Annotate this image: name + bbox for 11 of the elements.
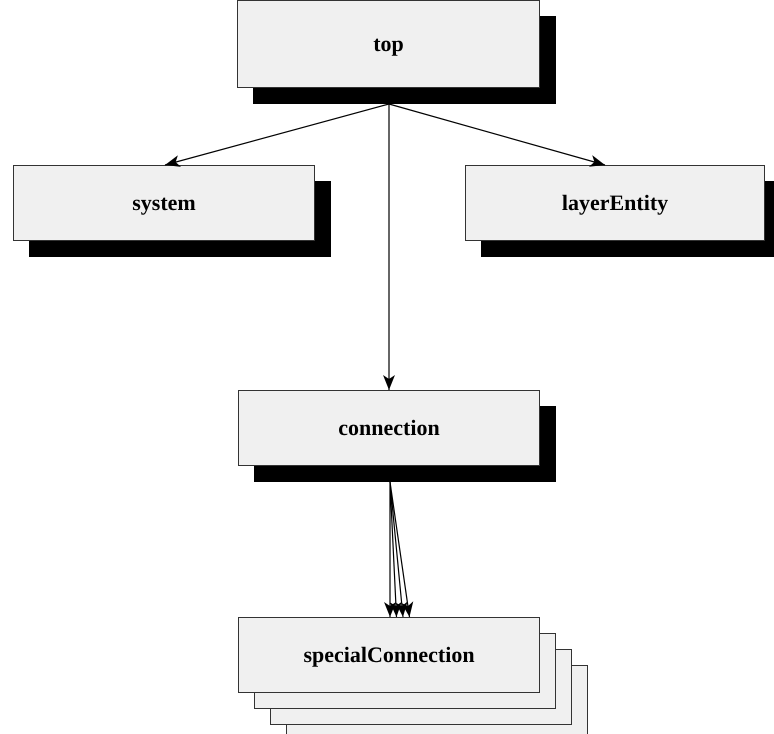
arrow: [388, 103, 606, 167]
class-name: top: [373, 31, 404, 57]
arrow: [389, 482, 408, 618]
arrow: [383, 104, 395, 390]
stacked-class-box: [238, 617, 590, 734]
arrow: [389, 482, 414, 618]
arrow: [164, 103, 390, 167]
class-name: connection: [338, 415, 440, 441]
class-name: layerEntity: [562, 190, 668, 216]
class-name: system: [132, 190, 196, 216]
class-name: specialConnection: [302, 641, 476, 669]
